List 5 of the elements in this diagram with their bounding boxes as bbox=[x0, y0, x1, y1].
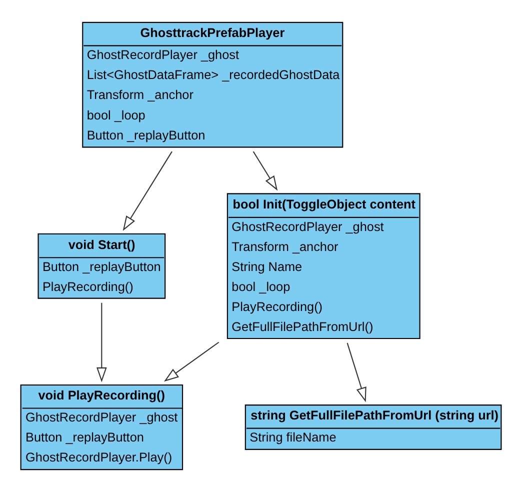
arrow bbox=[164, 341, 220, 382]
arrow bbox=[122, 150, 172, 230]
arrow bbox=[96, 302, 107, 382]
arrow bbox=[252, 150, 278, 190]
arrow bbox=[346, 342, 366, 402]
